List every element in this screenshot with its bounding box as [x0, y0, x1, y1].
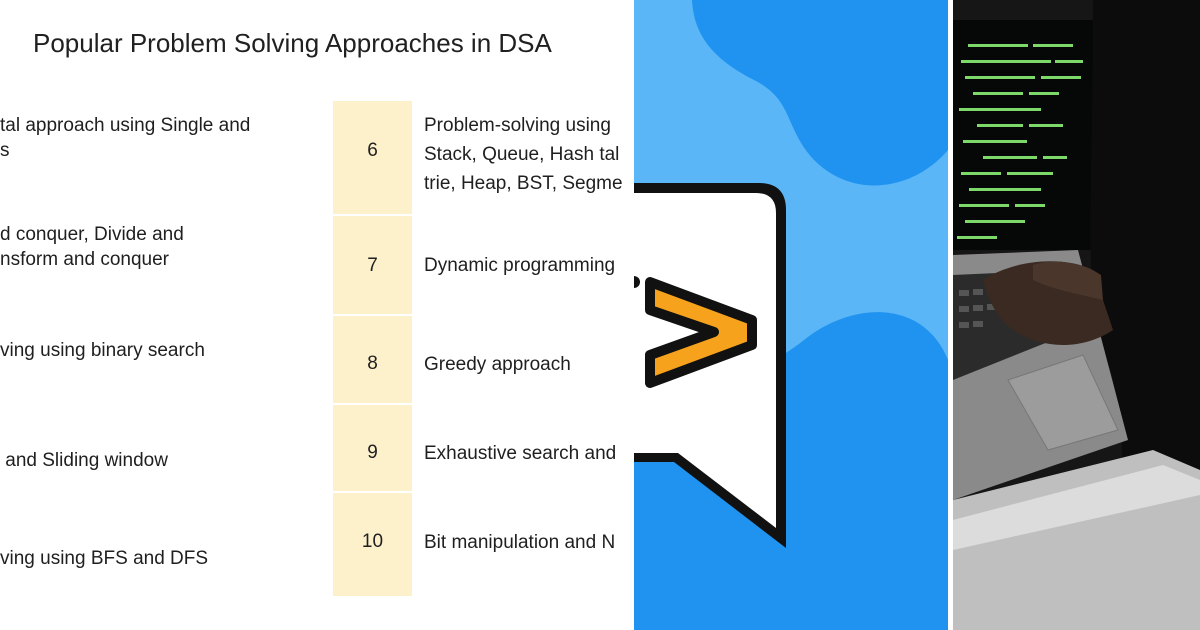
left-item-4-line-1: and Sliding window	[0, 450, 168, 471]
left-item-5-line-1: ving using BFS and DFS	[0, 548, 209, 569]
left-item-2-line-1: d conquer, Divide and	[0, 224, 184, 245]
row-number-7: 7	[367, 255, 378, 276]
left-item-3-line-1: ving using binary search	[0, 340, 205, 361]
chevron-icon	[645, 277, 757, 388]
background-blob-top	[692, 0, 948, 186]
right-item-6-line-2: Stack, Queue, Hash tal	[424, 144, 620, 165]
right-item-9: Exhaustive search and	[424, 439, 634, 468]
row-number-9: 9	[367, 442, 378, 463]
chevron-speech-bubble-icon	[634, 183, 786, 548]
laptop-hacker-photo	[953, 0, 1200, 630]
photo-panel	[953, 0, 1200, 630]
row-number-10: 10	[361, 531, 384, 552]
right-item-8-line-1: Greedy approach	[424, 354, 571, 375]
right-item-9-line-1: Exhaustive search and	[424, 443, 617, 464]
row-separator	[333, 214, 412, 216]
slide-title: Popular Problem Solving Approaches in DS…	[33, 28, 552, 58]
left-item-1: tal approach using Single and s	[0, 113, 320, 163]
row-separator	[333, 491, 412, 493]
left-item-3: ving using binary search	[0, 338, 320, 363]
left-item-2: d conquer, Divide and nsform and conquer	[0, 222, 320, 272]
row-separator	[333, 314, 412, 316]
row-number-6: 6	[367, 140, 378, 161]
right-item-6-line-3: trie, Heap, BST, Segme	[424, 173, 623, 194]
right-item-10: Bit manipulation and N	[424, 528, 634, 557]
left-item-5: ving using BFS and DFS	[0, 546, 320, 571]
left-item-4: and Sliding window	[0, 448, 320, 473]
hand	[1033, 261, 1103, 300]
row-separator	[333, 403, 412, 405]
right-item-8: Greedy approach	[424, 350, 634, 379]
right-item-7-line-1: Dynamic programming	[424, 255, 616, 276]
terminal-code-lines	[957, 44, 1083, 239]
row-number-8: 8	[367, 353, 378, 374]
panel-divider	[948, 0, 953, 630]
number-column	[333, 101, 412, 596]
slide-panel: Popular Problem Solving Approaches in DS…	[0, 28, 634, 596]
left-item-1-line-1: tal approach using Single and	[0, 115, 251, 136]
right-item-6-line-1: Problem-solving using	[424, 115, 611, 136]
left-item-2-line-2: nsform and conquer	[0, 249, 169, 270]
logo-panel	[634, 0, 948, 630]
right-item-7: Dynamic programming	[424, 251, 634, 280]
laptop-screen	[953, 20, 1093, 250]
right-item-10-line-1: Bit manipulation and N	[424, 532, 616, 553]
right-item-6: Problem-solving using Stack, Queue, Hash…	[424, 111, 634, 198]
left-item-1-line-2: s	[0, 140, 10, 161]
trackpad	[1007, 354, 1119, 451]
logo-artwork	[634, 0, 948, 630]
